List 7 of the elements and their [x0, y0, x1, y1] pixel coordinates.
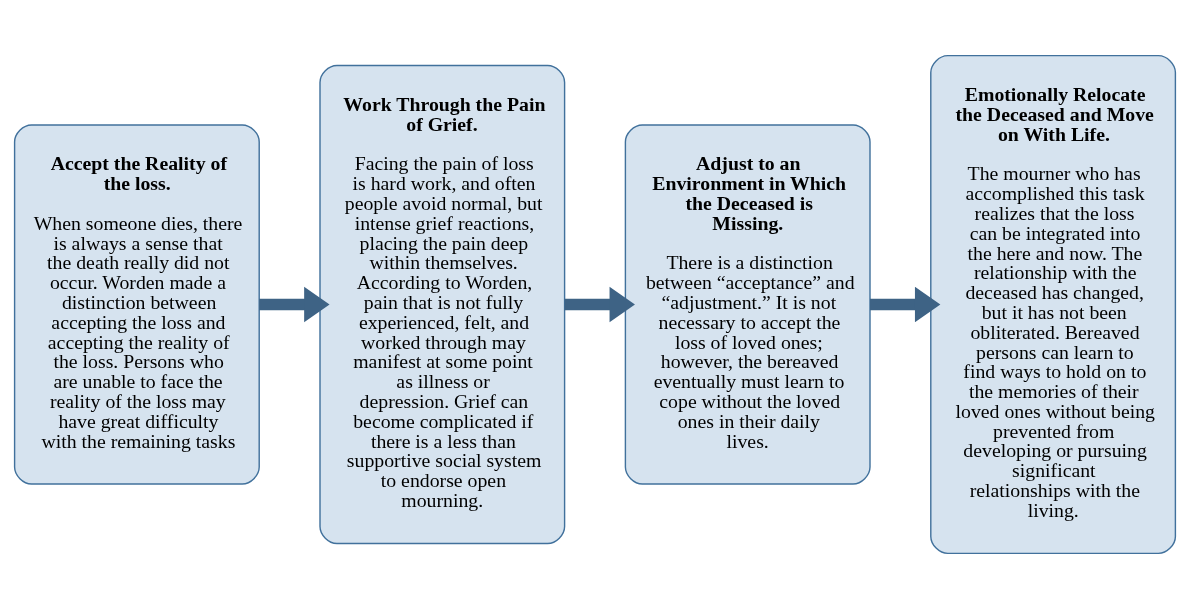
arrow	[870, 286, 941, 322]
node-box: Adjust to an Environment in Which the Deceased is Missing. There is a distinction between “acceptance” and “adjustment.” It is not necessary to accept the loss of loved ones; however, the bereaved eventually must learn to cope without the loved ones in their daily lives.	[624, 123, 871, 485]
node-box: Work Through the Pain of Grief. Facing the pain of loss is hard work, and often people avoid normal, but intense grief reactions, placing the pain deep within themselves. According to Worden, pain that is not fully experienced, felt, and worked through may manifest at some point as illness or depression. Grief can become complicated if there is a less than supportive social system to endorse open mourning.	[319, 64, 566, 544]
node-box: Accept the Reality of the loss. When someone dies, there is always a sense that the death really did not occur. Worden made a distinction between accepting the loss and accepting the reality of the loss. Persons who are unable to face the reality of the loss may have great difficulty with the remaining tasks	[13, 123, 260, 485]
arrow	[564, 286, 635, 322]
arrow	[259, 286, 330, 322]
node-box: Emotionally Relocate the Deceased and Move on With Life. The mourner who has accomplished this task realizes that the loss can be integrated into the here and now. The relationship with the deceased has changed, but it has not been obliterated. Bereaved persons can learn to find ways to hold on to the memories of their loved ones without being prevented from developing or pursuing significant relationships with the living.	[930, 54, 1177, 554]
